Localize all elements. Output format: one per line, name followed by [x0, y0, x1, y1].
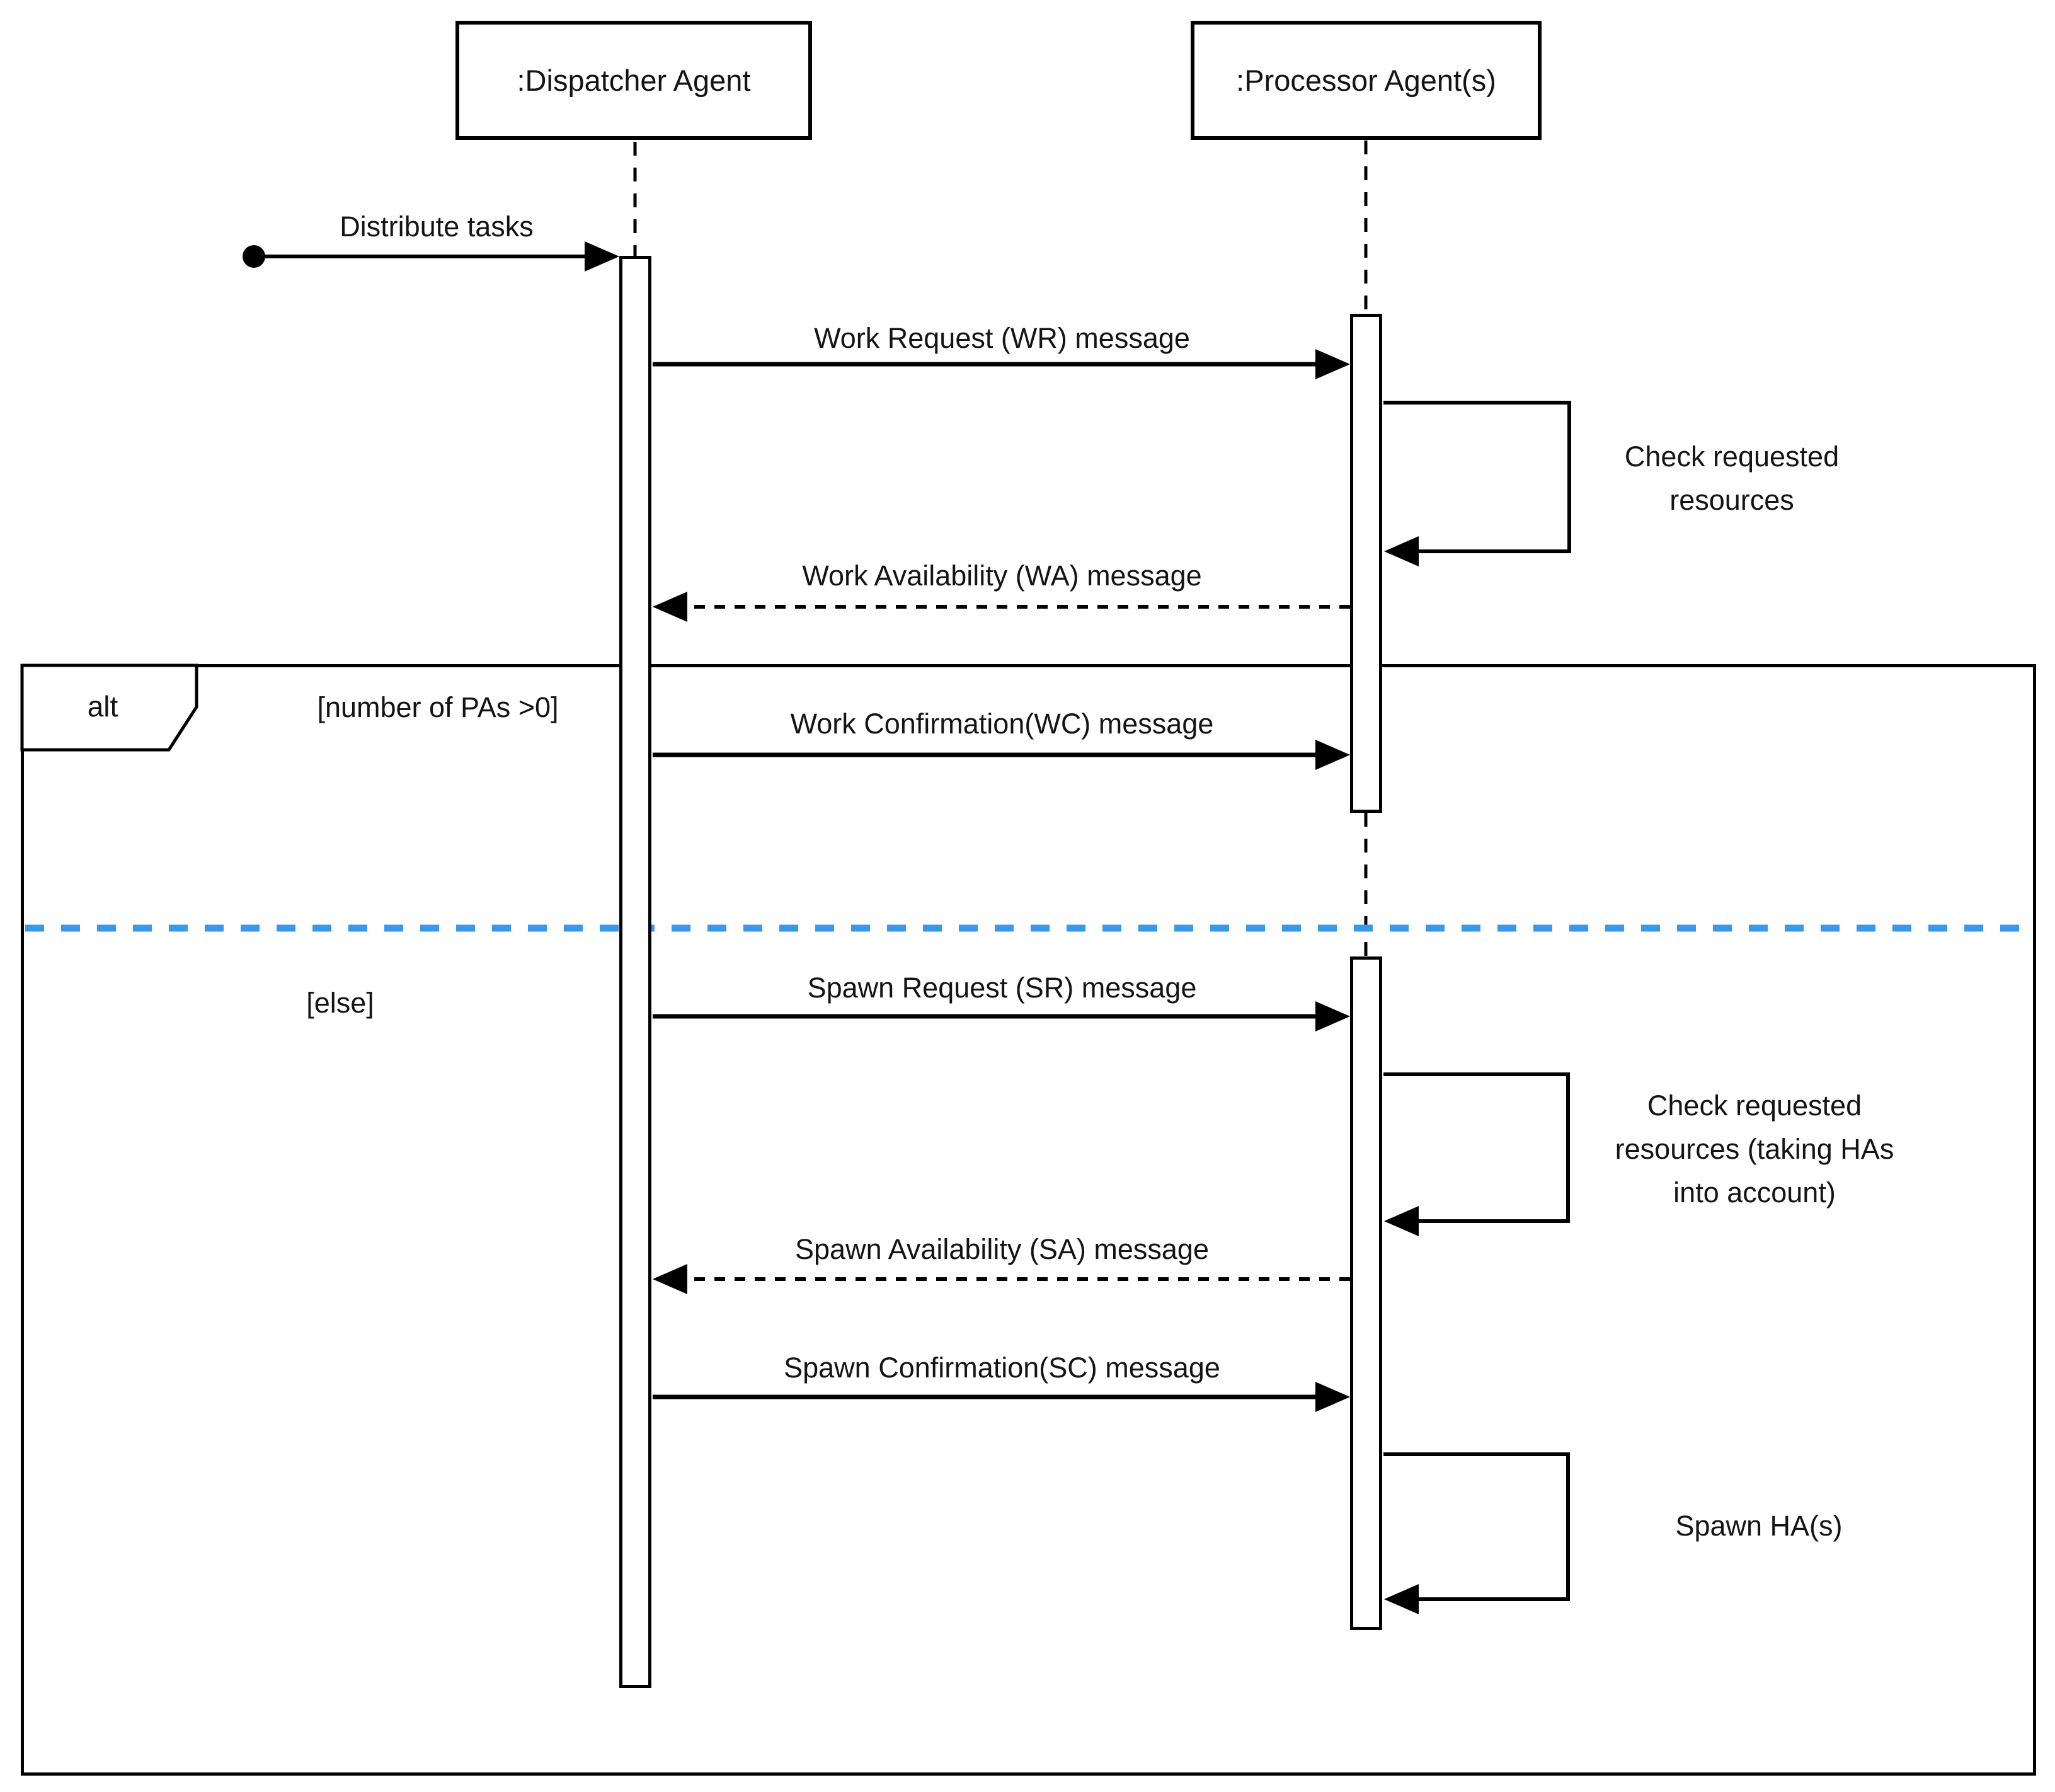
alt-fragment-frame [21, 664, 2036, 1776]
spawn-request-label: Spawn Request (SR) message [807, 972, 1197, 1004]
self-message-3-path [1383, 1452, 1570, 1601]
work-availability-label: Work Availability (WA) message [802, 560, 1202, 592]
distribute-tasks-label: Distribute tasks [340, 210, 534, 243]
actor-box-dispatcher: :Dispatcher Agent [455, 21, 812, 140]
self-message-3-label: Spawn HA(s) [1675, 1510, 1843, 1542]
spawn-request-arrowhead [1315, 1001, 1350, 1031]
actor-label-processor: :Processor Agent(s) [1236, 64, 1496, 97]
actor-box-processor: :Processor Agent(s) [1191, 21, 1542, 140]
work-availability-arrowhead [653, 592, 687, 622]
self-message-2-label: Check requested resources (taking HAs in… [1534, 1084, 1975, 1214]
self-message-1-label: Check requested resources [1511, 435, 1952, 522]
alt-guard-top-label: [number of PAs >0] [317, 691, 559, 723]
spawn-confirmation-arrowhead [1315, 1382, 1350, 1412]
work-confirmation-arrowhead [1315, 740, 1350, 770]
self-message-1-line-2: resources [1669, 484, 1794, 516]
self-message-1-line-1: Check requested [1624, 440, 1840, 473]
processor-activation-bar-1 [1350, 314, 1382, 813]
self-message-2-arrowhead [1384, 1206, 1419, 1236]
alt-operator-label: alt [87, 690, 118, 723]
self-message-2-line-3: into account) [1673, 1176, 1836, 1209]
self-message-1-path [1383, 401, 1571, 553]
self-message-2-path [1383, 1072, 1570, 1223]
self-message-1-arrowhead [1384, 536, 1419, 566]
self-message-2-line-2: resources (taking HAs [1615, 1133, 1894, 1165]
work-request-arrowhead [1315, 349, 1350, 379]
processor-activation-bar-2 [1350, 956, 1382, 1630]
self-message-3-arrowhead [1384, 1584, 1419, 1614]
work-request-label: Work Request (WR) message [814, 322, 1190, 354]
self-message-2-line-1: Check requested [1647, 1089, 1862, 1122]
spawn-availability-arrowhead [653, 1264, 687, 1294]
spawn-confirmation-label: Spawn Confirmation(SC) message [784, 1352, 1220, 1384]
distribute-tasks-arrowhead [585, 241, 619, 272]
dispatcher-activation-bar [619, 256, 651, 1688]
actor-label-dispatcher: :Dispatcher Agent [517, 64, 751, 97]
work-confirmation-label: Work Confirmation(WC) message [790, 708, 1214, 740]
alt-guard-else-label: [else] [306, 987, 374, 1019]
alt-operator-pentagon [20, 663, 198, 752]
spawn-availability-label: Spawn Availability (SA) message [795, 1233, 1209, 1265]
